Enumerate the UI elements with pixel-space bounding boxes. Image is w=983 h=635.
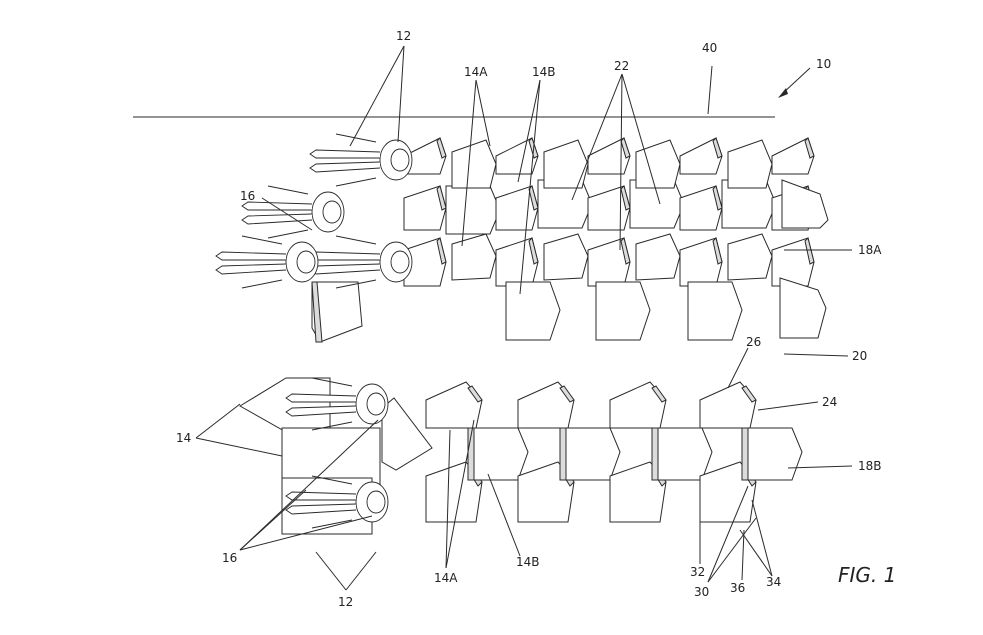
label-24: 24 (822, 395, 837, 409)
seat-group-18b (239, 377, 803, 535)
label-12-top: 12 (396, 29, 411, 43)
label-20: 20 (852, 349, 867, 363)
label-26: 26 (746, 335, 761, 349)
label-32: 32 (690, 565, 705, 579)
label-18b: 18B (858, 459, 882, 473)
label-18a: 18A (858, 243, 882, 257)
label-34: 34 (766, 575, 781, 589)
label-36: 36 (730, 581, 745, 595)
label-12-bottom: 12 (338, 595, 353, 609)
label-14a-top: 14A (464, 65, 488, 79)
leader-40 (707, 65, 713, 115)
label-16-bottom: 16 (222, 551, 237, 565)
reference-labels: 12 14A 14B 22 40 10 16 18A 26 20 24 14 1… (176, 29, 896, 609)
passengers-top (215, 133, 413, 289)
seat-group-18a (311, 137, 829, 343)
label-14b-bottom: 14B (516, 555, 540, 569)
label-22: 22 (614, 59, 629, 73)
label-14a-bottom: 14A (434, 571, 458, 585)
label-16-top: 16 (240, 189, 255, 203)
label-14b-top: 14B (532, 65, 556, 79)
label-30: 30 (694, 585, 709, 599)
label-14: 14 (176, 431, 191, 445)
label-40: 40 (702, 41, 717, 55)
leader-lines (195, 45, 853, 591)
label-10: 10 (816, 57, 831, 71)
figure-caption: FIG. 1 (838, 563, 896, 587)
